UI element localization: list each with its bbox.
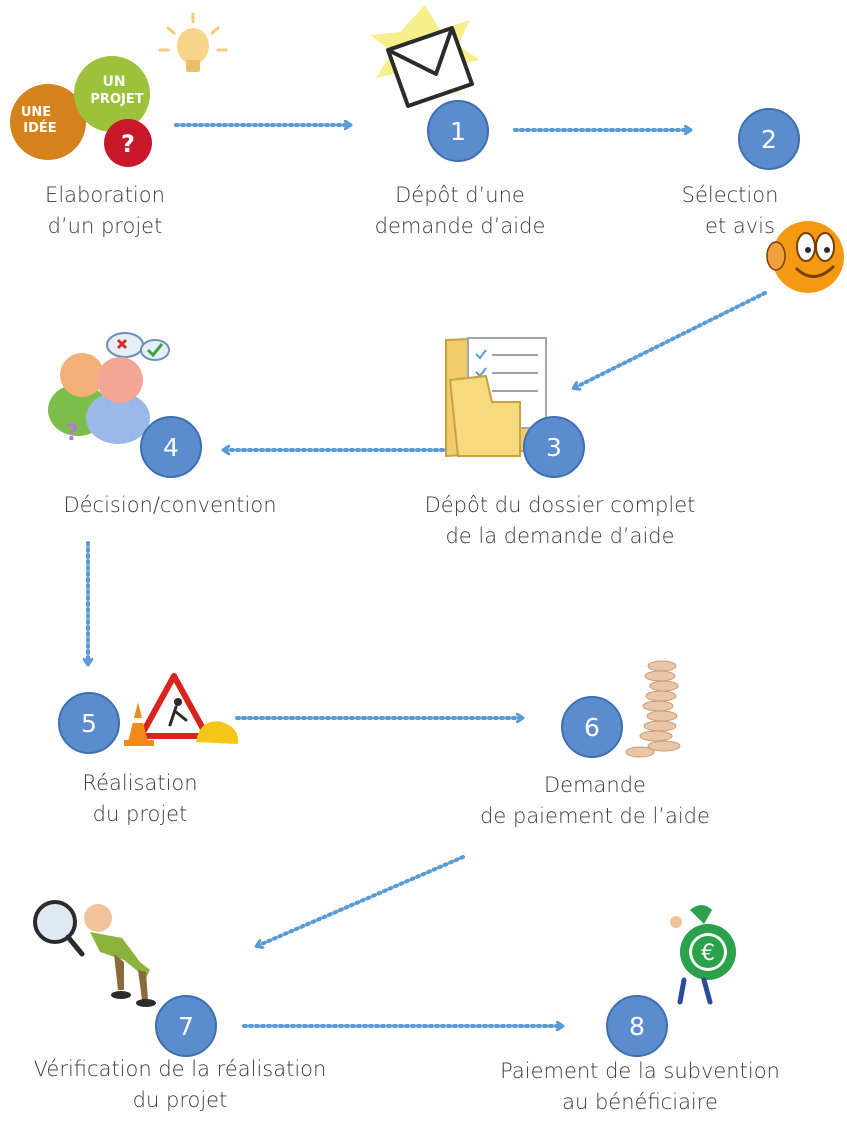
step-label-line: Dépôt d’une (395, 183, 525, 207)
folder-checklist-icon (445, 336, 547, 458)
step-label-line: Paiement de la subvention (500, 1059, 780, 1083)
step-label-line: du projet (92, 802, 188, 826)
step-badge-3: 3 (523, 416, 585, 478)
step-label-5: Réalisation du projet (40, 768, 240, 830)
idea-une-text: UNE (21, 105, 51, 120)
step-badge-4: 4 (140, 416, 202, 478)
step-label-line: Sélection (681, 183, 779, 207)
step-label-line: du projet (132, 1088, 228, 1112)
step-label-8: Paiement de la subvention au bénéficiair… (470, 1056, 810, 1118)
step-label-line: de paiement de l’aide (480, 804, 710, 828)
step-label-line: Elaboration (45, 183, 165, 207)
step-label-line: Vérification de la réalisation (33, 1057, 327, 1081)
step-label-6: Demande de paiement de l’aide (440, 770, 750, 832)
step-label-line: Réalisation (82, 771, 198, 795)
step-badge-6: 6 (561, 696, 623, 758)
magnifier-inspector-icon (33, 900, 156, 1007)
arrow-6-to-7 (257, 855, 465, 946)
step-badge-8: 8 (606, 995, 668, 1057)
step-label-4: Décision/convention (30, 490, 310, 521)
idea-bubbles-icon: UNE IDÉE UN PROJET ? (10, 56, 152, 167)
connector-arrows (88, 125, 767, 1026)
idea-question-text: ? (121, 130, 135, 158)
idea-un-text: UN (102, 74, 125, 90)
euro-money-bag-icon: € (670, 905, 736, 1005)
step-label-line: au bénéficiaire (562, 1090, 718, 1114)
step-badge-5: 5 (58, 692, 120, 754)
thumbs-up-smiley-icon (766, 221, 844, 293)
step-label-line: Dépôt du dossier complet (424, 493, 696, 517)
question-mark-text: ? (66, 421, 79, 446)
step-badge-2: 2 (738, 108, 800, 170)
idea-projet-text: PROJET (90, 92, 143, 107)
step-label-line: d’un projet (47, 214, 163, 238)
step-label-line: et avis (705, 214, 775, 238)
envelope-icon (370, 5, 480, 108)
people-discussion-icon: ? (48, 332, 170, 446)
idea-idee-text: IDÉE (23, 120, 56, 136)
step-label-line: Décision/convention (63, 493, 277, 517)
step-badge-7: 7 (155, 995, 217, 1057)
step-label-3: Dépôt du dossier complet de la demande d… (390, 490, 730, 552)
step-label-1: Dépôt d’une demande d’aide (350, 180, 570, 242)
coin-stack-icon (625, 660, 681, 758)
lightbulb-icon (158, 12, 228, 72)
step-label-7: Vérification de la réalisation du projet (0, 1054, 360, 1116)
step-label-line: Demande (544, 773, 646, 797)
step-label-line: de la demande d’aide (445, 524, 675, 548)
arrow-2-to-3 (574, 291, 767, 388)
roadwork-sign-icon (124, 673, 239, 746)
euro-symbol-text: € (701, 941, 715, 966)
step-label-line: demande d’aide (374, 214, 546, 238)
step-label-idea: Elaboration d’un projet (0, 180, 210, 242)
step-label-2: Sélection et avis (660, 180, 800, 242)
step-badge-1: 1 (427, 100, 489, 162)
